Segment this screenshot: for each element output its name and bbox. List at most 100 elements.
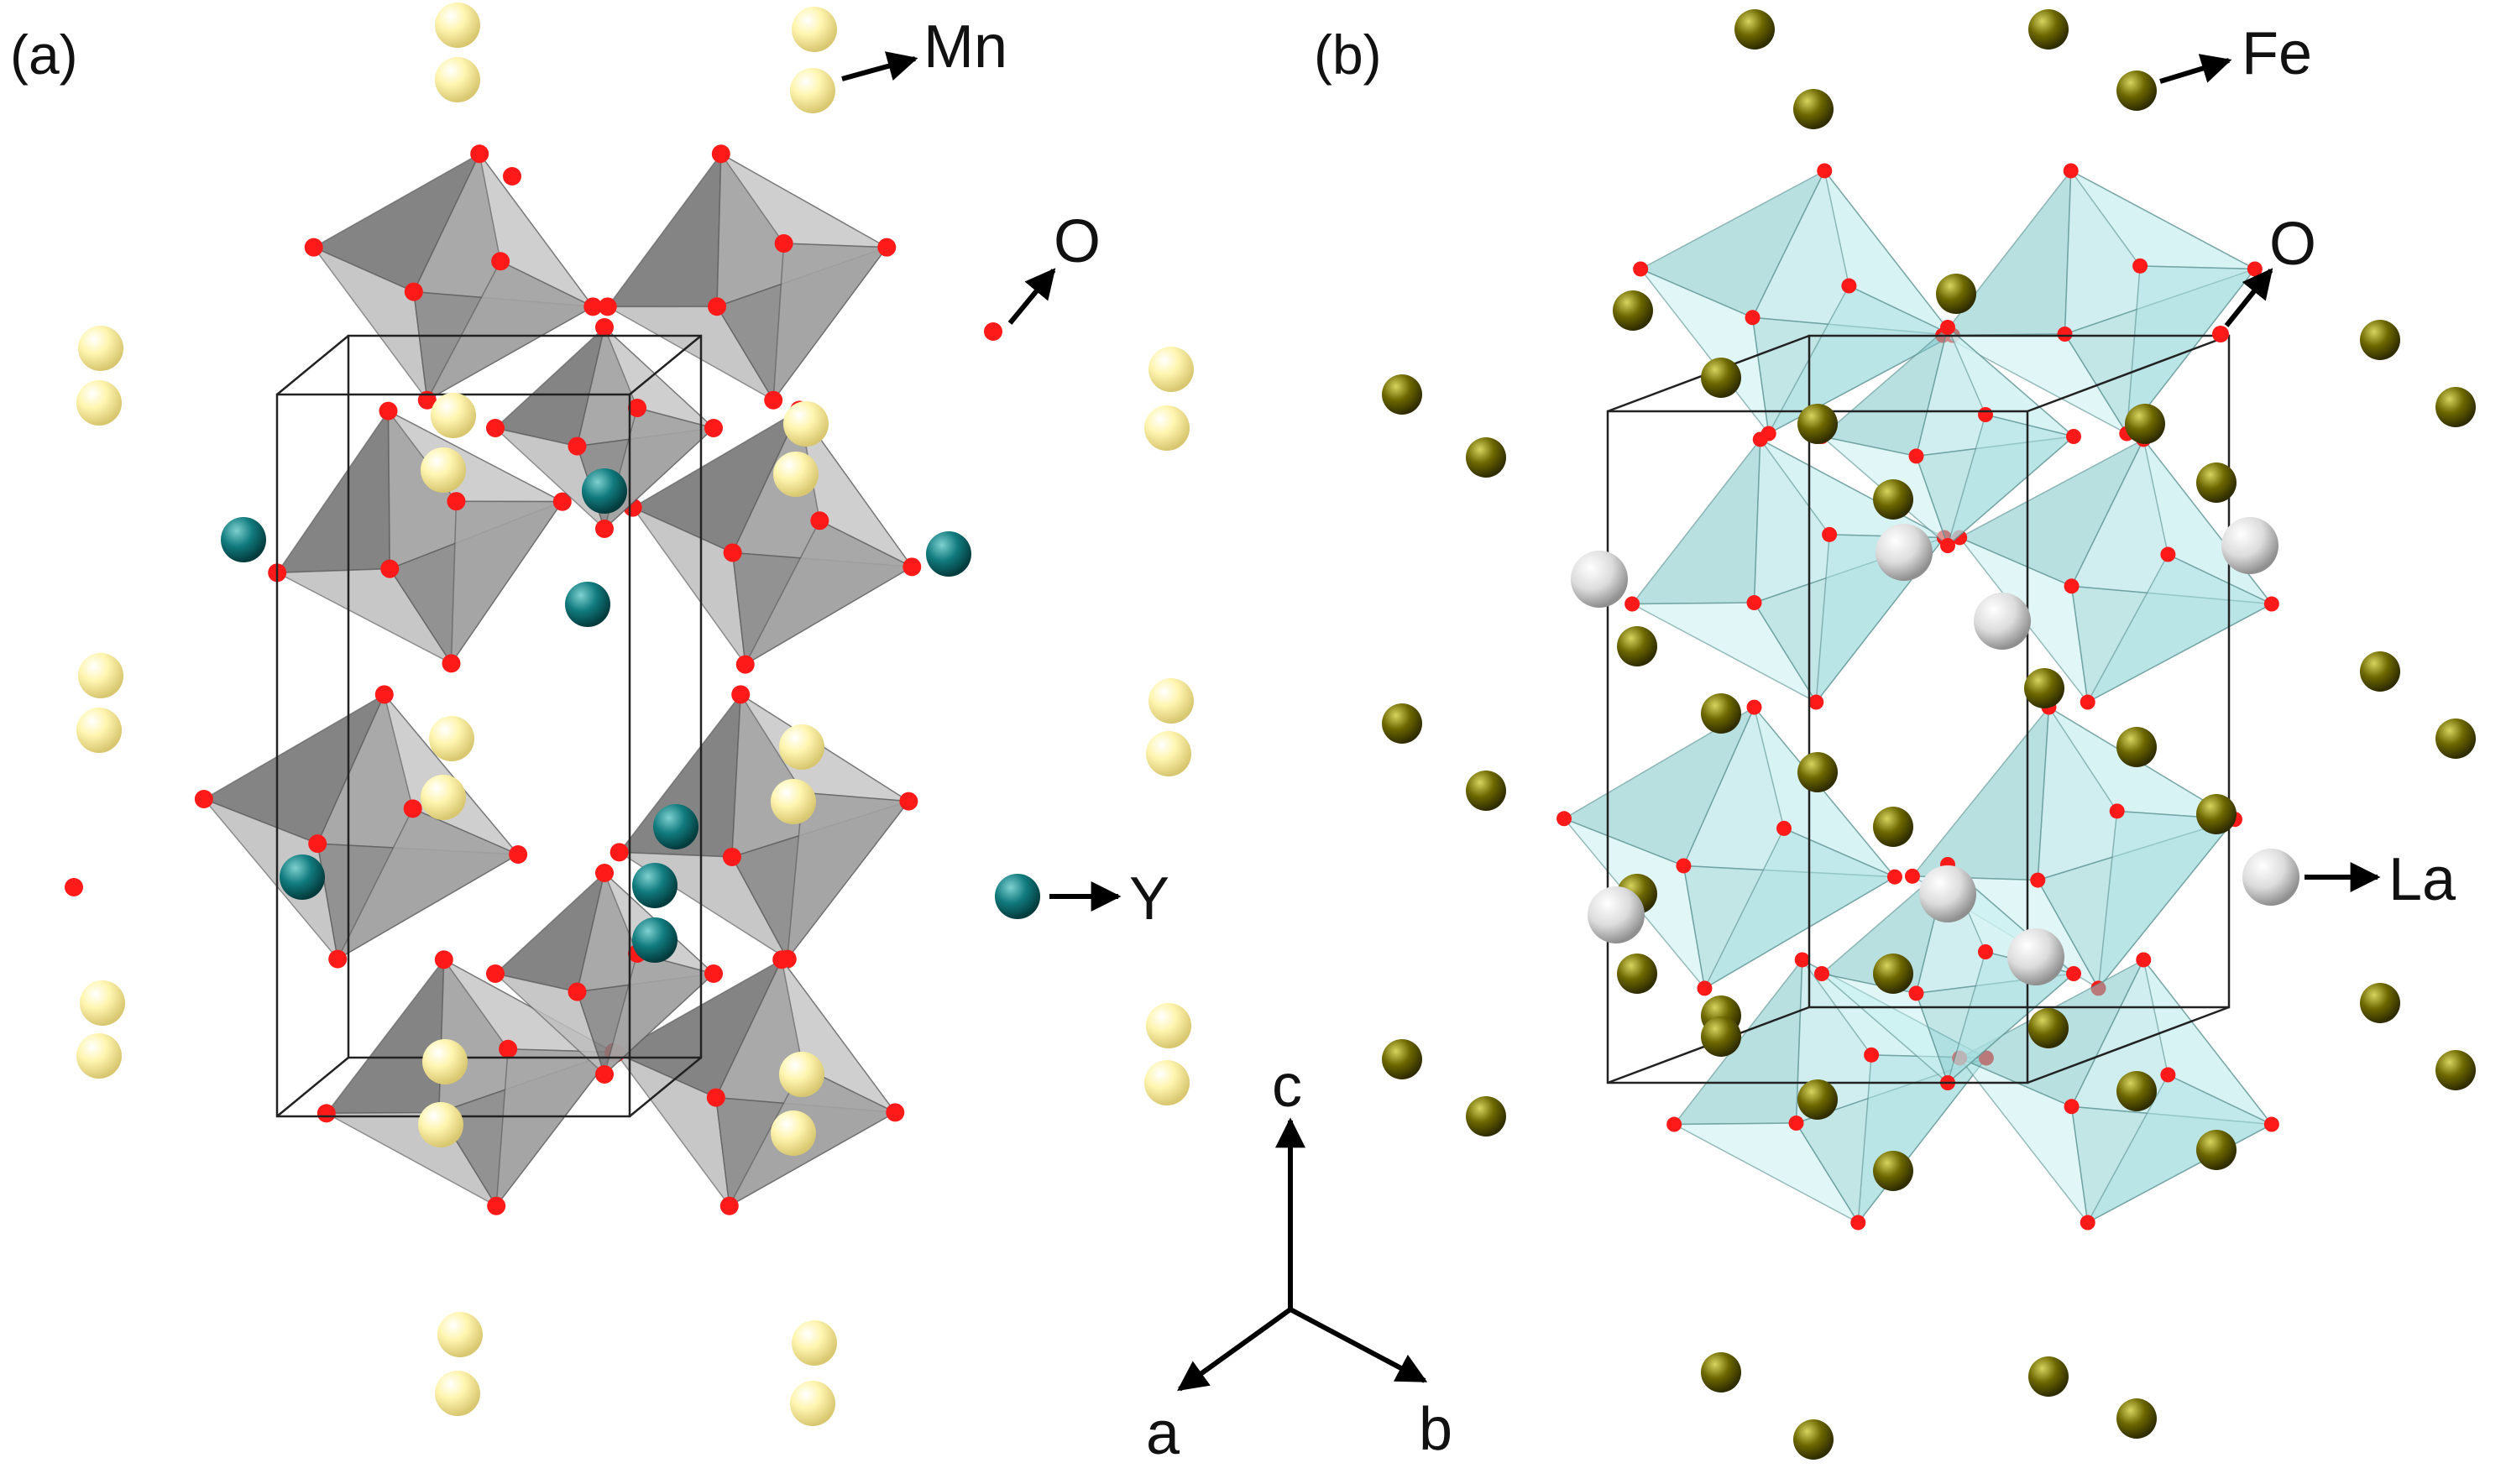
oxygen-atom [704,419,723,437]
oxygen-atom [609,843,629,862]
oxygen-atom [1940,538,1955,553]
fe-atom [1466,1096,1506,1137]
oxygen-atom [899,792,918,811]
octahedron-face [1703,827,1897,990]
oxygen-atom [628,399,646,417]
fe-atom [1466,771,1506,811]
oxygen-atom [434,950,453,969]
panel-b-la-pointer: La [2305,846,2456,913]
octahedron-face [325,957,445,1115]
oxygen-atom [731,685,751,704]
la-atom [1974,593,2031,650]
fe-atom [1701,693,1741,734]
fe-atom [1382,374,1422,415]
mn-atom [435,1371,480,1416]
cell-edge [629,335,702,395]
oxygen-atom [595,1065,614,1084]
octahedron-face [425,260,594,402]
axis-c-label: c [1272,1053,1302,1120]
oxygen-atom [568,436,587,456]
oxygen-atom [2064,578,2080,594]
oxygen-atom [1864,1047,1880,1063]
oxygen-atom [764,390,783,410]
octahedron [1935,163,2263,442]
fe-atom [2116,1398,2157,1439]
fe-atom [1873,954,1913,994]
panel-b: (b) Fe O La [1314,9,2476,1460]
oxygen-atom [328,949,348,969]
panel-b-octahedra [1556,163,2279,1231]
oxygen-atom [442,654,461,673]
mn-atom [1144,405,1190,451]
oxygen-atom [711,144,730,164]
oxygen-atom [886,1103,905,1122]
oxygen-atom [552,492,572,511]
oxygen-atom [1676,858,1692,874]
oxygen-atom [595,520,614,538]
mn-atom [771,1110,816,1156]
mn-atom [418,1102,463,1147]
oxygen-atom [470,144,489,164]
oxygen-atom [2263,1116,2279,1132]
fe-atom [1734,9,1775,50]
oxygen-atom [1808,694,1824,710]
fe-atom [1873,479,1913,520]
oxygen-atom [810,511,829,530]
oxygen-atom [2109,803,2125,819]
mn-label: Mn [923,13,1007,81]
fe-atom [1797,752,1838,792]
mn-atom [421,447,466,493]
oxygen-atom [1776,820,1792,836]
octahedron [1952,431,2279,710]
oxygen-atom [595,864,614,882]
oxygen-atom [2247,261,2263,277]
oxygen-atom [902,557,922,577]
fe-atom [2116,727,2157,767]
mn-atom [1148,347,1194,392]
fe-atom [2435,718,2476,759]
oxygen-atom [2080,694,2095,710]
mn-atom [790,1381,835,1426]
mn-atom [792,7,837,52]
fe-atom [2196,1130,2237,1170]
mn-atom [779,1052,824,1097]
oxygen-atom [1746,699,1762,715]
fe-atom [2116,1071,2157,1111]
panel-a-atoms [65,3,1194,1426]
octahedron-face [1857,1054,1988,1225]
fe-atom [1382,1039,1422,1079]
mn-atom [429,716,474,761]
oxygen-atom [1624,596,1640,612]
oxygen-atom [509,844,528,864]
mn-atom [783,401,829,447]
fe-atom [1617,954,1657,994]
fe-atom [1793,89,1834,129]
oxygen-atom [595,318,614,337]
oxygen-atom [491,252,510,271]
oxygen-atom [735,655,755,674]
octahedron [598,144,897,410]
fe-atom [2024,668,2064,708]
mn-atom [431,393,476,438]
oxygen-atom [1850,1215,1866,1231]
fe-atom [1613,290,1653,331]
oxygen-atom [708,297,727,316]
oxygen-atom [1556,811,1572,827]
la-atom [2242,849,2299,906]
la-atom [1588,886,1645,943]
oxygen-atom [447,492,466,511]
y-atom [221,517,266,562]
oxygen-atom [499,1039,518,1058]
oxygen-atom [774,234,793,253]
oxygen-atom [2057,327,2073,342]
octahedron-face [603,407,715,531]
mn-atom [422,1039,468,1084]
mn-atom [790,68,835,113]
y-atom [995,874,1040,919]
octahedron [304,144,603,410]
octahedron-face [603,953,715,1077]
axis-a-arrow [1177,1307,1292,1392]
fe-atom [2360,983,2400,1023]
